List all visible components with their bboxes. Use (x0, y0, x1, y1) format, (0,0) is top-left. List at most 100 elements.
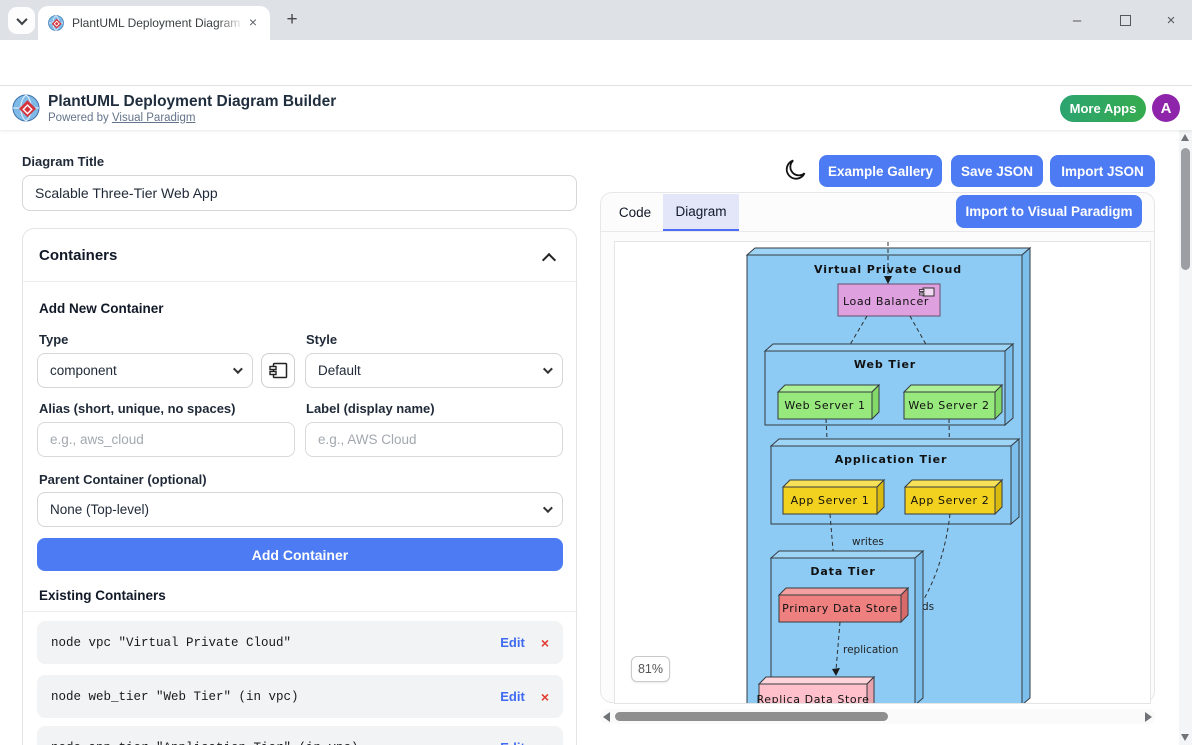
edit-link[interactable]: Edit (500, 689, 525, 704)
divider (23, 281, 578, 282)
svg-text:writes: writes (852, 536, 884, 548)
container-code: node vpc "Virtual Private Cloud" (51, 635, 292, 650)
label-input[interactable] (305, 422, 563, 457)
powered-by: Powered by Visual Paradigm (48, 112, 195, 124)
vertical-scrollbar-thumb[interactable] (1181, 148, 1190, 270)
svg-text:replication: replication (843, 644, 898, 656)
type-label: Type (39, 332, 69, 347)
horizontal-scrollbar-thumb[interactable] (615, 712, 888, 721)
parent-container-select[interactable]: None (Top-level) (37, 492, 563, 527)
svg-text:Web Server 1: Web Server 1 (784, 399, 865, 412)
deployment-diagram: Virtual Private Cloud Load Balancer (745, 242, 1032, 704)
parent-container-label: Parent Container (optional) (39, 472, 207, 487)
diagram-viewport[interactable]: Virtual Private Cloud Load Balancer (614, 241, 1151, 704)
svg-text:App Server 2: App Server 2 (911, 494, 990, 507)
visual-paradigm-link[interactable]: Visual Paradigm (111, 112, 196, 124)
import-json-button[interactable]: Import JSON (1050, 155, 1155, 187)
more-apps-button[interactable]: More Apps (1060, 95, 1146, 122)
horizontal-scrollbar[interactable] (600, 709, 1155, 724)
new-tab-button[interactable]: + (286, 9, 298, 30)
diagram-title-input[interactable] (22, 175, 577, 211)
chevron-down-icon (232, 364, 243, 375)
container-code: node web_tier "Web Tier" (in vpc) (51, 689, 299, 704)
svg-text:Data Tier: Data Tier (810, 565, 875, 578)
scroll-up-icon[interactable] (1181, 134, 1189, 141)
browser-tab-strip: PlantUML Deployment Diagram × + – × (0, 0, 1192, 40)
tab-close-icon[interactable]: × (248, 14, 258, 30)
svg-text:Replica Data Store: Replica Data Store (757, 693, 870, 704)
tab-title: PlantUML Deployment Diagram (72, 16, 241, 30)
preview-card: Code Diagram Import to Visual Paradigm V… (600, 192, 1155, 704)
node-web-server-1: Web Server 1 (776, 383, 881, 421)
diagram-title-label: Diagram Title (22, 154, 105, 169)
divider (23, 611, 578, 612)
label-label: Label (display name) (306, 401, 435, 416)
edit-link[interactable]: Edit (500, 635, 525, 650)
svg-text:App Server 1: App Server 1 (791, 494, 870, 507)
tab-search-button[interactable] (8, 7, 35, 34)
svg-text:Web Tier: Web Tier (854, 358, 916, 371)
style-select-value: Default (318, 363, 361, 378)
edit-link[interactable]: Edit (500, 740, 525, 745)
scroll-down-icon[interactable] (1181, 734, 1189, 741)
import-to-visual-paradigm-button[interactable]: Import to Visual Paradigm (956, 195, 1142, 228)
containers-card: Containers Add New Container Type Style … (22, 228, 578, 745)
node-app-server-2: App Server 2 (903, 478, 1004, 516)
svg-text:Application Tier: Application Tier (835, 453, 948, 466)
window-close-button[interactable]: × (1166, 11, 1176, 29)
divider (601, 231, 1154, 232)
browser-tab[interactable]: PlantUML Deployment Diagram × (38, 6, 270, 40)
window-minimize-button[interactable]: – (1072, 11, 1082, 29)
container-code: node app_tier "Application Tier" (in vpc… (51, 741, 359, 745)
collapse-chevron-icon[interactable] (541, 252, 557, 268)
node-primary-data-store: Primary Data Store (777, 586, 910, 624)
alias-label: Alias (short, unique, no spaces) (39, 401, 236, 416)
node-web-server-2: Web Server 2 (902, 383, 1004, 421)
user-avatar[interactable]: A (1152, 94, 1180, 122)
svg-text:Load Balancer: Load Balancer (843, 295, 929, 308)
maximize-icon (1119, 14, 1131, 26)
component-picker-button[interactable] (261, 353, 295, 388)
example-gallery-button[interactable]: Example Gallery (819, 155, 942, 187)
dark-mode-toggle-icon[interactable] (783, 157, 809, 183)
save-json-button[interactable]: Save JSON (951, 155, 1043, 187)
type-select-value: component (50, 363, 117, 378)
node-load-balancer: Load Balancer (837, 283, 941, 317)
containers-card-title: Containers (39, 247, 118, 264)
favicon-visual-paradigm (48, 15, 64, 31)
style-select[interactable]: Default (305, 353, 563, 388)
container-list-item: node vpc "Virtual Private Cloud" Edit × (37, 621, 563, 664)
chevron-down-icon (542, 364, 553, 375)
delete-icon[interactable]: × (540, 634, 549, 651)
tab-diagram[interactable]: Diagram (663, 194, 739, 231)
node-replica-data-store: Replica Data Store (757, 675, 876, 704)
existing-containers-heading: Existing Containers (39, 588, 166, 603)
type-select[interactable]: component (37, 353, 253, 388)
window-maximize-button[interactable] (1110, 6, 1140, 34)
chevron-down-icon (542, 503, 553, 514)
delete-icon[interactable]: × (541, 740, 549, 745)
vertical-scrollbar[interactable] (1179, 130, 1192, 745)
browser-toolbar: ← → ⟳ ai-toolbox.visual-paradigm.com/app… (0, 40, 1192, 119)
add-container-button[interactable]: Add Container (37, 538, 563, 571)
svg-text:Primary Data Store: Primary Data Store (782, 602, 898, 615)
svg-text:Virtual Private Cloud: Virtual Private Cloud (814, 263, 962, 276)
alias-input[interactable] (37, 422, 295, 457)
scroll-left-icon[interactable] (603, 712, 610, 722)
container-list-item: node app_tier "Application Tier" (in vpc… (37, 726, 563, 745)
scroll-right-icon[interactable] (1145, 712, 1152, 722)
app-header (0, 86, 1192, 130)
delete-icon[interactable]: × (540, 688, 549, 705)
style-label: Style (306, 332, 338, 347)
app-logo (12, 94, 40, 122)
node-app-server-1: App Server 1 (781, 478, 886, 516)
add-new-container-heading: Add New Container (39, 301, 164, 316)
chevron-down-icon (15, 13, 28, 25)
zoom-level-badge: 81% (631, 656, 670, 682)
powered-prefix: Powered by (48, 112, 109, 124)
svg-text:Web Server 2: Web Server 2 (908, 399, 989, 412)
tab-code[interactable]: Code (618, 205, 652, 220)
app-title: PlantUML Deployment Diagram Builder (48, 93, 337, 110)
component-icon (268, 362, 287, 379)
